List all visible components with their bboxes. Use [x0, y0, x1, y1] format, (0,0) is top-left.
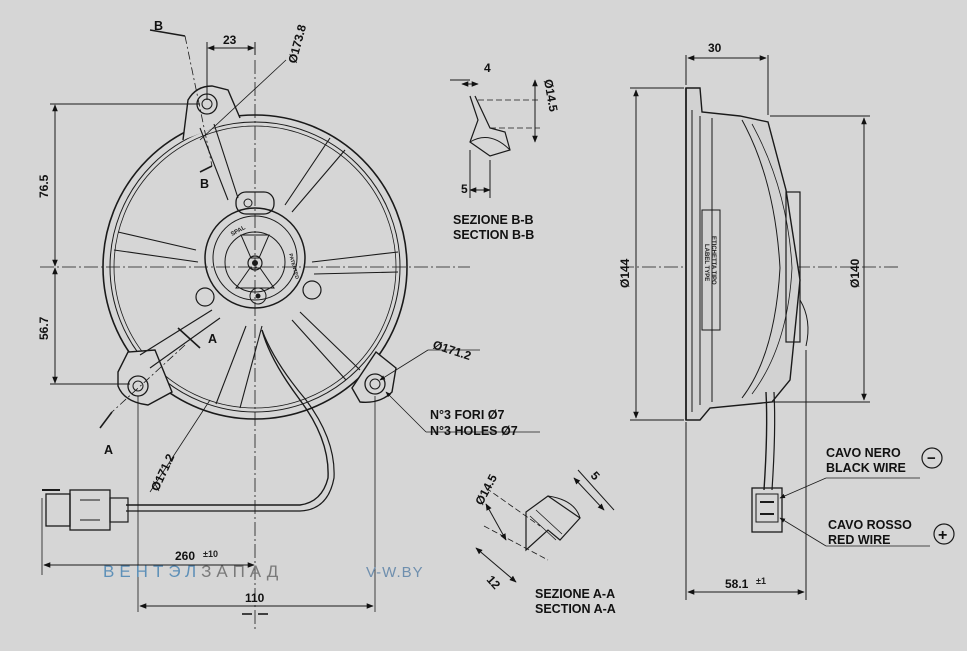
dim-58-1: 58.1	[725, 577, 749, 591]
section-bb-detail	[450, 79, 540, 198]
section-aa-title-en: SECTION A-A	[535, 602, 616, 616]
section-bb-title-en: SECTION B-B	[453, 228, 534, 242]
label-type-en: LABEL TYPE	[703, 244, 709, 281]
dim-260: 260	[175, 549, 195, 563]
dim-30: 30	[708, 41, 722, 55]
holes-note-it: N°3 FORI Ø7	[430, 408, 505, 422]
section-aa-detail	[475, 469, 615, 583]
marker-b-mid: B	[200, 177, 209, 191]
hub-patent: PATENTED	[287, 253, 300, 280]
watermark-brand: ВЕНТЭЛЗАПАД	[103, 562, 283, 582]
dim-260-tol: ±10	[203, 549, 218, 559]
motor-hub	[204, 207, 306, 309]
dim-76-5: 76.5	[37, 174, 51, 198]
section-aa-title-it: SEZIONE A-A	[535, 587, 615, 601]
plus-symbol	[933, 523, 955, 545]
watermark-brand-a: ВЕНТЭЛ	[103, 562, 202, 581]
side-view	[620, 55, 955, 600]
dim-12: 12	[484, 573, 504, 593]
plus-sign: +	[938, 527, 947, 544]
watermark-brand-b: ЗАПАД	[201, 562, 284, 581]
dimension-labels: 23 Ø173.8 76.5 56.7 Ø171.2 Ø171.2 260 ±1…	[37, 19, 947, 616]
dim-d144: Ø144	[618, 258, 632, 288]
black-wire-en: BLACK WIRE	[826, 461, 906, 475]
dim-d14-5-aa: Ø14.5	[472, 472, 500, 508]
dim-d171-2-right: Ø171.2	[431, 338, 473, 364]
marker-a-mid: A	[208, 332, 217, 346]
mount-hole-right	[364, 373, 386, 395]
dim-5-aa: 5	[588, 469, 603, 484]
marker-b-top: B	[154, 19, 163, 33]
minus-symbol	[921, 447, 943, 469]
dim-110: 110	[245, 591, 265, 605]
dim-d14-5-bb: Ø14.5	[541, 78, 561, 113]
dim-5-bb: 5	[461, 182, 468, 196]
red-wire-en: RED WIRE	[828, 533, 891, 547]
dim-56-7: 56.7	[37, 316, 51, 340]
power-cable	[126, 329, 329, 506]
connector-plug	[42, 489, 129, 531]
hub-brand: SPAL	[230, 225, 247, 238]
dim-d173-8: Ø173.8	[285, 23, 309, 65]
holes-note-en: N°3 HOLES Ø7	[430, 424, 518, 438]
label-type-it: ETICHETTA TIPO	[710, 236, 716, 285]
marker-a-low: A	[104, 443, 113, 457]
watermark-site: V-W.BY	[366, 564, 424, 581]
minus-sign: −	[927, 450, 936, 467]
red-wire-it: CAVO ROSSO	[828, 518, 912, 532]
dim-d140: Ø140	[848, 258, 862, 288]
outer-ring	[102, 114, 408, 420]
dim-d171-2-left: Ø171.2	[148, 451, 177, 493]
dim-23: 23	[223, 33, 237, 47]
connector-side	[751, 487, 783, 533]
dim-58-1-tol: ±1	[756, 576, 766, 586]
front-view	[40, 29, 540, 630]
dim-4: 4	[484, 61, 491, 75]
black-wire-it: CAVO NERO	[826, 446, 901, 460]
section-bb-title-it: SEZIONE B-B	[453, 213, 534, 227]
